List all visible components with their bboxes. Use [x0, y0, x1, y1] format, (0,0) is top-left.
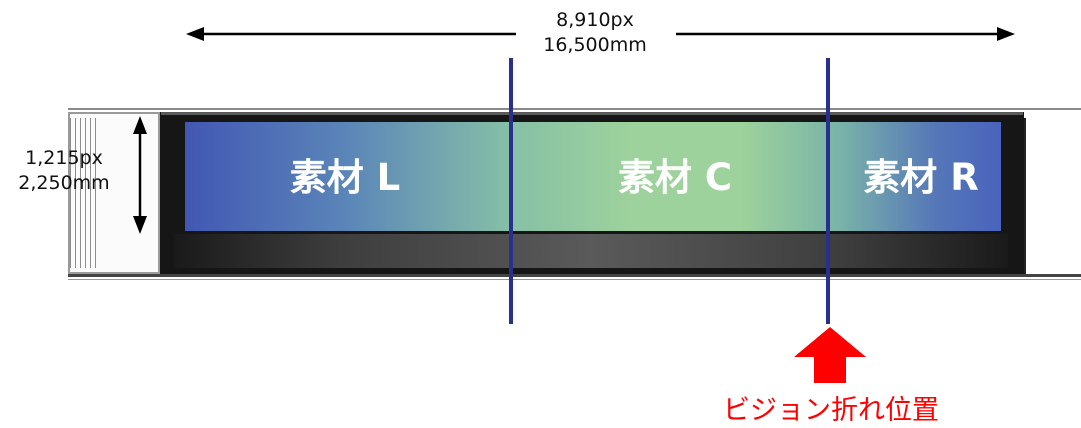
fold-arrow-shape	[794, 327, 866, 383]
height-arrow-top-head	[133, 116, 147, 134]
panel-label-center: 素材 C	[617, 156, 733, 199]
panel-label-right: 素材 R	[863, 156, 979, 199]
width-mm-text: 16,500mm	[543, 34, 647, 56]
division-line-fold	[826, 58, 830, 324]
width-arrow-left-head	[186, 27, 204, 41]
screen-lower-band	[174, 234, 1008, 268]
fold-position-label: ビジョン折れ位置	[723, 395, 939, 426]
height-arrow-bottom-head	[133, 216, 147, 234]
fold-position-arrow-icon	[794, 327, 866, 383]
height-dimension-arrow	[133, 116, 147, 234]
width-px-text: 8,910px	[556, 9, 634, 31]
width-dimension-arrow	[186, 27, 1015, 41]
screen-frame-top-edge	[161, 112, 1023, 115]
width-dimension-label: 8,910px 16,500mm	[510, 8, 680, 58]
structure-right-wall	[1024, 118, 1081, 274]
width-arrow-right-head	[997, 27, 1015, 41]
structure-floor-line-lower	[68, 279, 1081, 280]
vision-screen	[185, 122, 1001, 231]
structure-floor-line	[68, 274, 1081, 277]
panel-label-left: 素材 L	[289, 156, 401, 199]
division-line-left	[509, 58, 513, 324]
height-dimension-label: 1,215px 2,250mm	[0, 146, 128, 196]
height-px-text: 1,215px	[25, 147, 103, 169]
height-mm-text: 2,250mm	[18, 172, 110, 194]
structure-top-edge	[68, 108, 1081, 110]
structure-left-louver	[70, 118, 100, 268]
